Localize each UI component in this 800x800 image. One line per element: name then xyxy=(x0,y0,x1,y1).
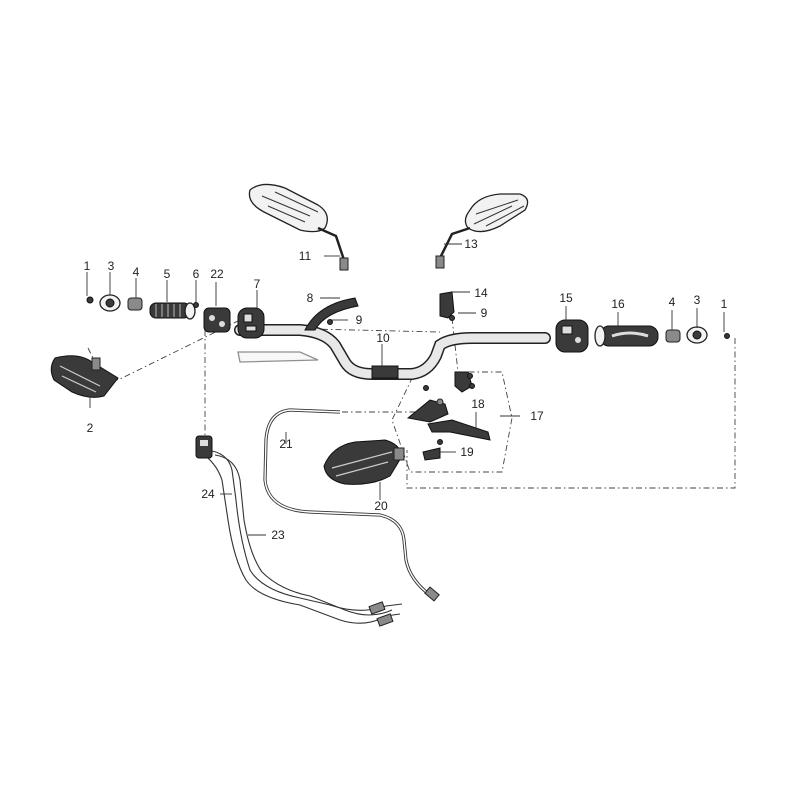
screw-left xyxy=(193,302,199,308)
assembly-line-right-bar xyxy=(406,338,736,489)
callout-labels: 1 3 4 5 6 22 7 2 11 8 9 10 13 14 9 15 16… xyxy=(84,237,728,542)
master-cylinder xyxy=(406,399,449,423)
left-bar-end-parts xyxy=(86,294,265,339)
brake-lever-assembly xyxy=(406,371,491,461)
brake-switch xyxy=(422,447,441,461)
cable-clip-left xyxy=(304,297,359,331)
right-switch-housing xyxy=(555,319,589,353)
callout-13: 13 xyxy=(464,237,478,251)
callout-19: 19 xyxy=(460,445,474,459)
callout-14: 14 xyxy=(474,286,488,300)
callout-16: 16 xyxy=(611,297,625,311)
callout-5: 5 xyxy=(164,267,171,281)
right-mirror xyxy=(435,193,529,269)
callout-1-right: 1 xyxy=(721,297,728,311)
callout-18: 18 xyxy=(471,397,485,411)
right-hand-guard xyxy=(323,439,405,485)
callout-1-left: 1 xyxy=(84,259,91,273)
leader-lines xyxy=(86,243,725,536)
callout-20: 20 xyxy=(374,499,388,513)
callout-4-left: 4 xyxy=(133,265,140,279)
callout-17: 17 xyxy=(530,409,544,423)
switch-connector-left xyxy=(195,435,213,459)
left-hand-guard xyxy=(50,355,119,398)
callout-9-right: 9 xyxy=(481,306,488,320)
callout-21: 21 xyxy=(279,437,293,451)
callout-10: 10 xyxy=(376,331,390,345)
handlebar-clamp-band xyxy=(371,365,399,379)
left-mirror xyxy=(248,183,349,271)
callout-8: 8 xyxy=(307,291,314,305)
callout-2: 2 xyxy=(87,421,94,435)
callout-7: 7 xyxy=(254,277,261,291)
right-bar-end-parts xyxy=(555,319,730,353)
callout-11: 11 xyxy=(299,249,312,263)
callout-3-right: 3 xyxy=(694,293,701,307)
left-switch-housing xyxy=(237,307,265,339)
cable-bracket-right xyxy=(439,291,455,319)
callout-9-left: 9 xyxy=(356,313,363,327)
lever-assembly-group-outline xyxy=(391,371,513,473)
bolt-right xyxy=(724,333,730,339)
cable-clips xyxy=(304,291,455,331)
callout-22: 22 xyxy=(210,267,224,281)
throttle-housing-left xyxy=(203,307,231,333)
right-grip xyxy=(594,325,659,347)
handlebar xyxy=(234,324,551,380)
callout-6: 6 xyxy=(193,267,200,281)
spacer-right xyxy=(665,329,681,343)
callout-23: 23 xyxy=(271,528,285,542)
callout-3-left: 3 xyxy=(108,259,115,273)
bolt-left xyxy=(86,296,94,304)
callout-4-right: 4 xyxy=(669,295,676,309)
callout-15: 15 xyxy=(559,291,573,305)
callout-24: 24 xyxy=(201,487,215,501)
ghost-left-lever xyxy=(237,351,319,363)
cables xyxy=(195,408,440,627)
spacer-left xyxy=(127,297,143,311)
left-grip xyxy=(149,302,196,320)
brake-lever xyxy=(427,419,491,441)
